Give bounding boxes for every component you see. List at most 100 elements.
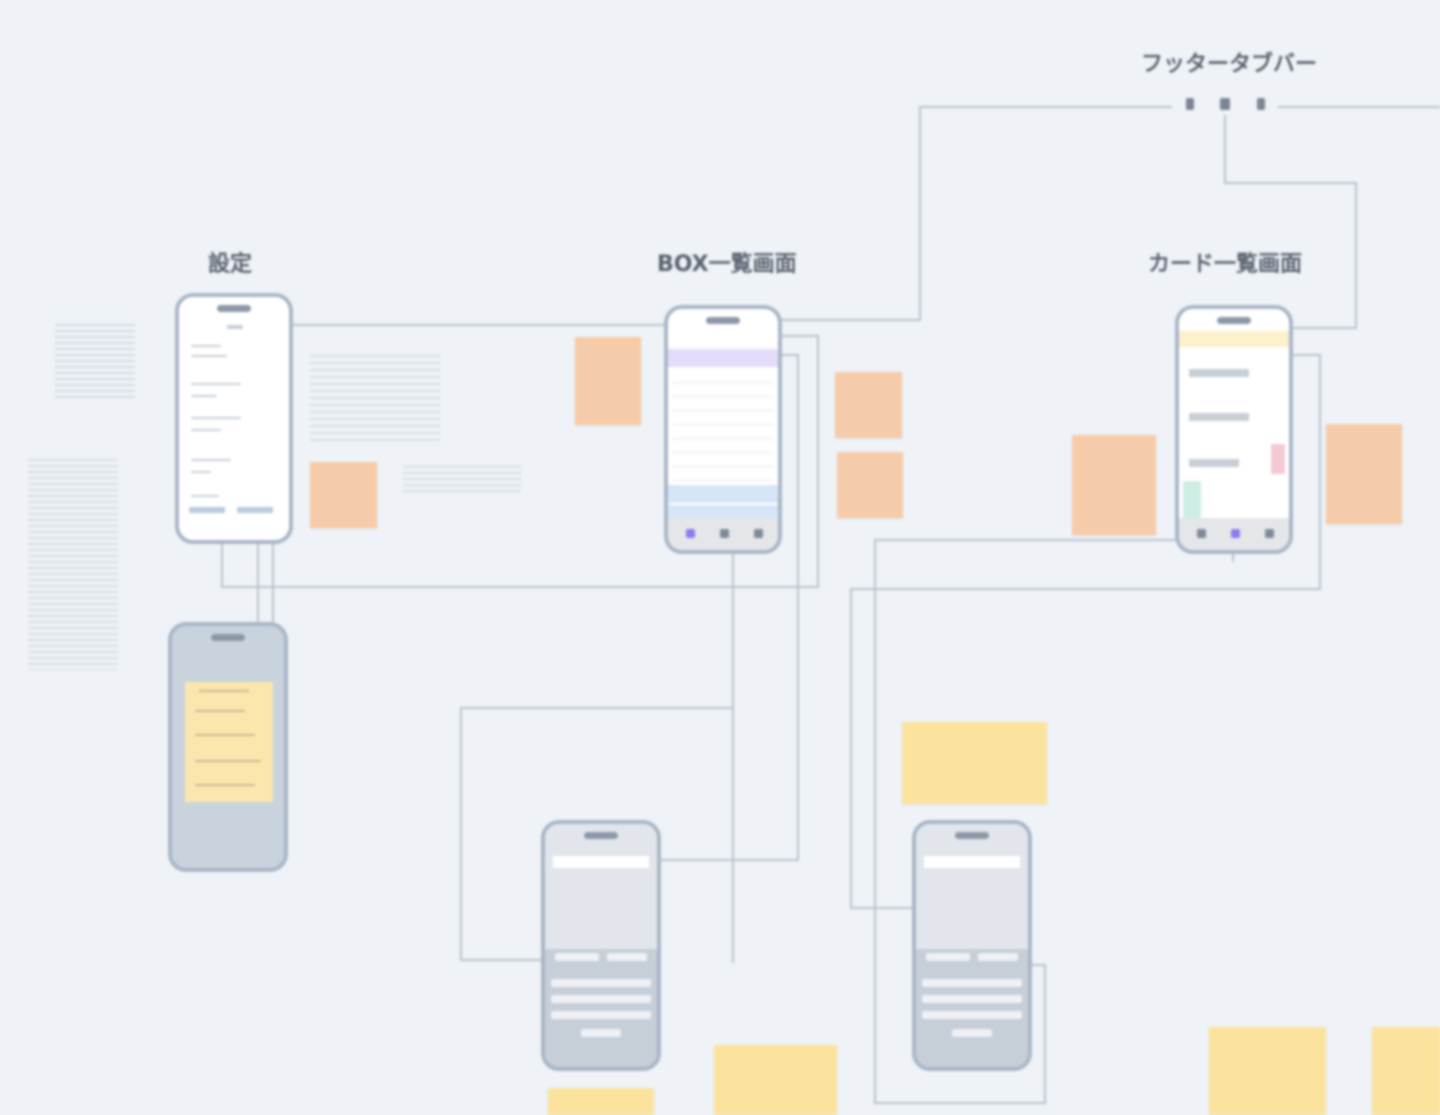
settings-tab-icon <box>1257 98 1265 110</box>
text-input[interactable] <box>553 856 649 868</box>
list-item[interactable] <box>672 411 774 425</box>
phone-notch <box>217 305 251 312</box>
list-item[interactable] <box>672 453 774 467</box>
space-key[interactable] <box>581 1029 621 1037</box>
sticky-note[interactable] <box>837 452 903 518</box>
phone-notch <box>1217 317 1251 324</box>
text-line <box>191 495 219 497</box>
text-line <box>191 345 221 347</box>
text-line <box>191 383 241 385</box>
box-row[interactable] <box>668 485 778 503</box>
annotation-text-block <box>403 462 521 494</box>
box-row-selected[interactable] <box>668 349 778 367</box>
settings-screen-mockup[interactable] <box>175 293 293 544</box>
keyboard-row[interactable] <box>551 1011 651 1019</box>
sticky-note[interactable] <box>1372 1027 1440 1115</box>
list-item[interactable] <box>672 397 774 411</box>
keyboard-row[interactable] <box>922 1011 1022 1019</box>
keyboard-row[interactable] <box>551 979 651 987</box>
phone-notch <box>955 832 989 839</box>
settings-tab-icon[interactable] <box>1265 529 1274 538</box>
space-key[interactable] <box>952 1029 992 1037</box>
connector <box>781 106 1172 321</box>
delete-action[interactable] <box>1271 444 1285 474</box>
annotation-text-block <box>55 320 135 400</box>
edit-action[interactable] <box>1183 481 1201 521</box>
cancel-button[interactable] <box>926 953 970 961</box>
sticky-note[interactable] <box>1072 435 1156 535</box>
text-line <box>191 395 217 397</box>
annotation-text-block <box>310 350 440 445</box>
list-item[interactable] <box>672 425 774 439</box>
text-line <box>195 784 255 786</box>
connector <box>660 354 799 861</box>
annotation-text-block <box>28 455 118 670</box>
box-row[interactable] <box>668 505 778 521</box>
sticky-note[interactable] <box>714 1045 837 1115</box>
text-line <box>199 690 249 692</box>
phone-notch <box>211 634 245 641</box>
sticky-note[interactable] <box>1209 1027 1326 1115</box>
settings-title: 設定 <box>208 252 253 277</box>
connector <box>221 335 819 588</box>
header-text <box>227 325 243 329</box>
card-header <box>1179 331 1289 347</box>
keyboard-row[interactable] <box>922 995 1022 1003</box>
connector <box>874 539 1175 1104</box>
settings-button[interactable] <box>237 507 273 513</box>
card-item[interactable] <box>1189 413 1249 421</box>
user-tab-icon[interactable] <box>720 529 729 538</box>
card-list-screen-mockup[interactable] <box>1175 305 1293 554</box>
keyboard-row[interactable] <box>922 979 1022 987</box>
user-tab-icon[interactable] <box>1231 529 1240 538</box>
settings-modal-mockup[interactable] <box>168 622 288 872</box>
home-tab-icon[interactable] <box>686 529 695 538</box>
text-input[interactable] <box>924 856 1020 868</box>
save-button[interactable] <box>978 953 1018 961</box>
card-item[interactable] <box>1189 459 1239 467</box>
sticky-note[interactable] <box>1326 424 1402 524</box>
sticky-note[interactable] <box>575 337 641 425</box>
card-list-title: カード一覧画面 <box>1148 252 1303 277</box>
connector <box>1224 115 1357 329</box>
card-item[interactable] <box>1189 369 1249 377</box>
text-line <box>191 471 211 473</box>
sticky-note[interactable] <box>835 372 902 438</box>
card-edit-screen-mockup[interactable] <box>912 820 1032 1071</box>
text-line <box>195 710 245 712</box>
text-line <box>191 459 231 461</box>
text-line <box>191 355 227 357</box>
phone-notch <box>706 317 740 324</box>
sticky-note[interactable] <box>310 462 377 528</box>
sticky-note[interactable] <box>902 722 1047 804</box>
text-line <box>191 417 241 419</box>
settings-tab-icon[interactable] <box>754 529 763 538</box>
phone-notch <box>584 832 618 839</box>
sticky-note[interactable] <box>548 1088 654 1115</box>
home-tab-icon <box>1186 98 1194 110</box>
save-button[interactable] <box>607 953 647 961</box>
box-edit-screen-mockup[interactable] <box>541 820 661 1071</box>
keyboard[interactable] <box>916 949 1028 1067</box>
settings-button[interactable] <box>189 507 225 513</box>
box-list-title: BOX一覧画面 <box>657 252 797 277</box>
text-line <box>191 429 221 431</box>
keyboard-row[interactable] <box>551 995 651 1003</box>
connector <box>460 553 734 963</box>
connector <box>850 354 1321 909</box>
box-list-screen-mockup[interactable] <box>664 305 782 554</box>
keyboard[interactable] <box>545 949 657 1067</box>
home-tab-icon[interactable] <box>1197 529 1206 538</box>
list-item[interactable] <box>672 383 774 397</box>
list-item[interactable] <box>672 369 774 383</box>
footer-tabbar <box>668 518 778 550</box>
cancel-button[interactable] <box>555 953 599 961</box>
footer-tabbar-title: フッタータブバー <box>1141 52 1318 77</box>
modal-dialog[interactable] <box>185 682 273 802</box>
text-line <box>195 760 261 762</box>
list-item[interactable] <box>672 467 774 481</box>
list-item[interactable] <box>672 439 774 453</box>
footer-tabbar <box>1179 518 1289 550</box>
